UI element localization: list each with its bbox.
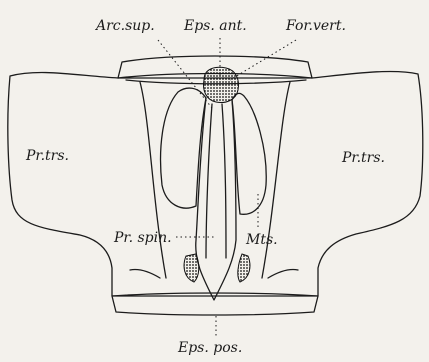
label-eps-ant: Eps. ant. bbox=[183, 18, 247, 34]
label-pr-spin: Pr. spin. bbox=[113, 230, 172, 246]
label-arc-sup: Arc.sup. bbox=[94, 18, 155, 34]
label-for-vert: For.vert. bbox=[285, 18, 346, 34]
right-tip-shading bbox=[238, 254, 250, 282]
vertebra-outline bbox=[8, 71, 423, 296]
vertebral-foramen bbox=[204, 67, 239, 102]
label-eps-pos: Eps. pos. bbox=[177, 340, 242, 356]
right-lamina bbox=[232, 93, 266, 214]
label-mts: Mts. bbox=[245, 232, 278, 248]
left-tip-shading bbox=[184, 254, 199, 282]
label-pr-trs-left: Pr.trs. bbox=[25, 148, 69, 164]
label-pr-trs-right: Pr.trs. bbox=[341, 150, 385, 166]
